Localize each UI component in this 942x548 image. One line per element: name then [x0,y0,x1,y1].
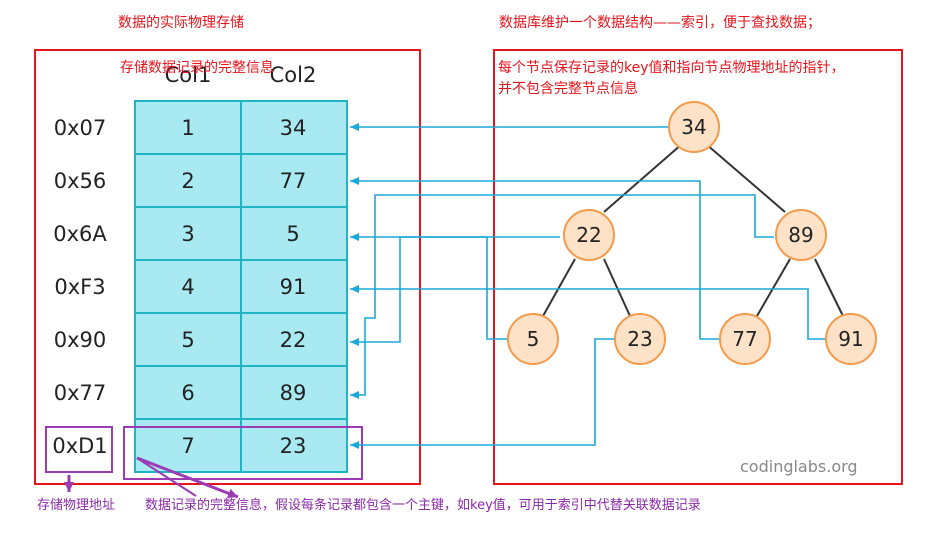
table-cell-col2: 91 [280,275,307,299]
col1-header: Col1 [165,63,212,87]
table-cell-col1: 2 [181,169,194,193]
tree-nodes: 34 22 89 5 23 77 91 [507,101,877,365]
tree-node [507,313,559,365]
data-table [134,100,348,473]
table-cell-col2: 77 [280,169,307,193]
address-label: 0x07 [54,116,107,140]
address-label: 0xD1 [52,434,107,458]
pointer-5 [350,233,508,340]
address-highlight-box [45,426,113,473]
table-cell-col2: 89 [280,381,307,405]
table-cell-col1: 5 [181,328,194,352]
index-structure-note: 数据库维护一个数据结构——索引，便于查找数据； [499,14,821,31]
tree-edges [542,143,844,317]
index-frame [493,49,903,485]
watermark: codinglabs.org [740,457,858,476]
tree-node-label: 91 [838,327,863,351]
tree-edge [756,258,791,317]
full-record-info-note: 存储数据记录的完整信息 [120,59,274,76]
pointer-lines [350,123,826,449]
tree-edge [705,143,786,213]
physical-storage-frame [34,49,421,485]
pointer-22 [350,236,560,346]
tree-edge [814,258,844,317]
tree-node-label: 77 [732,327,757,351]
record-note-arrow-2 [136,457,197,497]
tree-node [775,209,827,261]
tree-node-root [668,101,720,153]
tree-node [719,313,771,365]
address-label: 0x77 [54,381,107,405]
table-cell-col1: 3 [181,222,194,246]
pointer-89 [350,194,774,399]
physical-storage-note: 数据的实际物理存储 [118,15,244,31]
tree-node [563,209,615,261]
table-cell-col1: 7 [181,434,194,458]
address-label: 0x90 [54,328,107,352]
record-note-arrow [136,456,239,499]
address-label: 0x56 [54,169,107,193]
address-note: 存储物理地址 [37,498,115,513]
tree-node-label: 89 [788,223,813,247]
tree-edge [542,258,576,317]
tree-node-label: 22 [576,223,601,247]
table-cell-col2: 5 [286,222,299,246]
tree-edge [603,258,631,317]
tree-node-label: 5 [527,327,540,351]
node-desc-line-1: 每个节点保存记录的key值和指向节点物理地址的指针， [498,60,845,76]
tree-node-label: 23 [627,327,652,351]
table-cell-col2: 22 [280,328,307,352]
pointer-91 [350,285,826,340]
record-note: 数据记录的完整信息，假设每条记录都包含一个主键，如key值，可用于索引中代替关联… [145,497,701,513]
tree-edge [603,143,683,213]
pointer-23 [350,338,615,449]
col2-header: Col2 [270,63,317,87]
pointer-77 [350,177,720,340]
tree-node [825,313,877,365]
address-label: 0xF3 [54,275,105,299]
tree-node-label: 34 [681,115,706,139]
record-highlight-box [123,426,363,480]
table-cell-col1: 6 [181,381,194,405]
table-cell-col1: 4 [181,275,194,299]
table-cell-col2: 23 [280,434,307,458]
table-cell-col2: 34 [280,116,307,140]
table-cell-col1: 1 [181,116,194,140]
node-desc-line-2: 并不包含完整节点信息 [498,80,638,97]
tree-node [614,313,666,365]
address-label: 0x6A [53,222,107,246]
